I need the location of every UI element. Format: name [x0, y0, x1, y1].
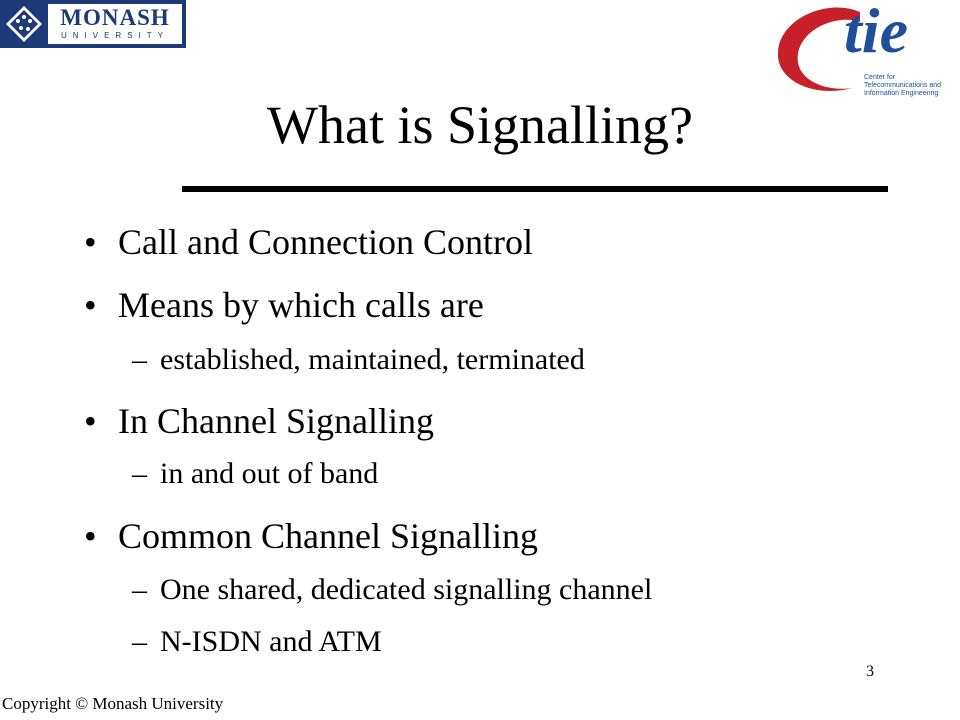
bullet-marker: • — [84, 222, 97, 262]
sub-bullet-item: –in and out of band — [132, 457, 378, 491]
bullet-marker: • — [84, 401, 97, 441]
bullet-text: In Channel Signalling — [118, 401, 434, 441]
dash-marker: – — [132, 457, 147, 490]
slide-title: What is Signalling? — [267, 95, 693, 155]
ctie-logo: tie Center for Telecommunications and In… — [768, 0, 958, 105]
ctie-swoosh-icon — [777, 7, 860, 91]
sub-bullet-item: –N-ISDN and ATM — [132, 625, 382, 659]
sub-bullet-text: One shared, dedicated signalling channel — [160, 573, 653, 606]
bullet-text: Call and Connection Control — [118, 222, 533, 262]
bullet-marker: • — [84, 285, 97, 325]
bullet-item: • Call and Connection Control — [84, 222, 533, 262]
monash-subtitle: UNIVERSITY — [60, 31, 169, 40]
bullet-marker: • — [84, 516, 97, 556]
ctie-mark: tie — [844, 0, 908, 66]
monash-logo: MONASH UNIVERSITY — [0, 0, 186, 48]
title-underline — [182, 186, 888, 192]
sub-bullet-text: established, maintained, terminated — [160, 343, 585, 376]
sub-bullet-item: –established, maintained, terminated — [132, 343, 585, 377]
copyright-notice: Copyright © Monash University — [2, 694, 224, 713]
monash-name: MONASH — [60, 5, 170, 30]
monash-shield-icon — [4, 4, 44, 44]
dash-marker: – — [132, 625, 147, 658]
monash-wordmark: MONASH UNIVERSITY — [48, 4, 182, 44]
bullet-item: • In Channel Signalling — [84, 401, 434, 441]
ctie-caption: Center for Telecommunications and Inform… — [864, 74, 942, 97]
page-number: 3 — [866, 663, 874, 680]
sub-bullet-item: –One shared, dedicated signalling channe… — [132, 573, 652, 607]
bullet-text: Means by which calls are — [118, 285, 484, 325]
sub-bullet-text: N-ISDN and ATM — [160, 625, 382, 658]
bullet-text: Common Channel Signalling — [118, 516, 538, 556]
bullet-item: • Common Channel Signalling — [84, 516, 538, 556]
sub-bullet-text: in and out of band — [160, 457, 379, 490]
bullet-item: • Means by which calls are — [84, 285, 484, 325]
dash-marker: – — [132, 573, 147, 606]
dash-marker: – — [132, 343, 147, 376]
